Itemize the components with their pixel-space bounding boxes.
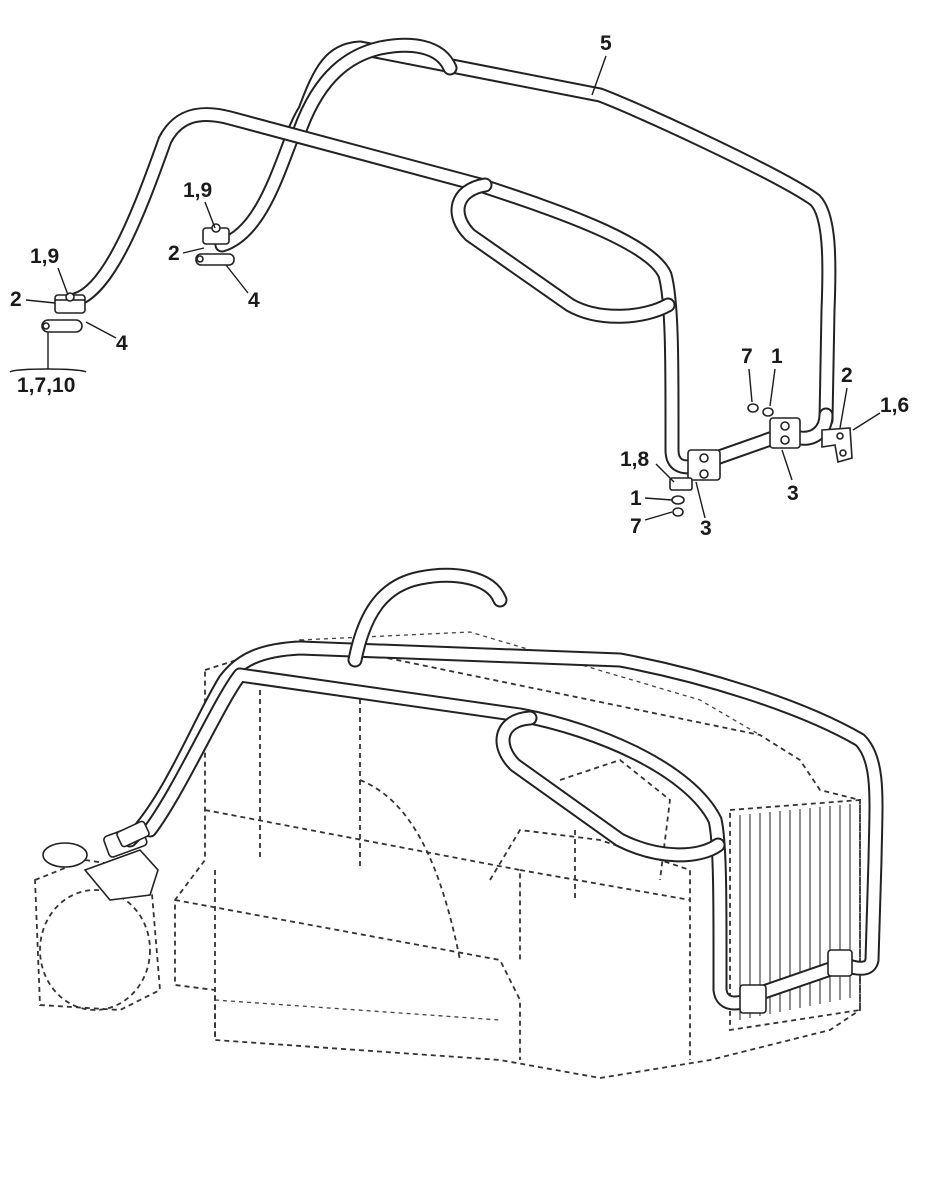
callout-labels: 5 1,9 2 4 1,9 2 4 1,7,10 7 1 2 1,6 1,8 1… — [9, 32, 909, 540]
callout-5: 5 — [600, 32, 612, 55]
bracket-right — [821, 427, 853, 464]
callout-1-6: 1,6 — [880, 394, 909, 417]
installed-view — [34, 567, 884, 1079]
clamp-bracket-middle — [195, 223, 235, 266]
callout-2-middle: 2 — [168, 242, 180, 265]
front-hitch — [34, 824, 161, 1011]
installed-clamp-left — [116, 820, 150, 848]
callout-1-8: 1,8 — [620, 448, 650, 471]
installed-rail-front — [142, 667, 758, 1011]
mount-bracket-rear — [747, 403, 801, 449]
callout-1-9-middle: 1,9 — [183, 179, 212, 202]
callout-7-front: 7 — [630, 515, 642, 538]
clamp-bracket-left — [41, 292, 86, 333]
guard-rail-front — [67, 107, 706, 475]
callout-1-7-10: 1,7,10 — [17, 374, 75, 397]
callout-7-rear: 7 — [741, 345, 753, 368]
callout-3-front: 3 — [700, 517, 712, 540]
installed-bracket-front — [739, 984, 767, 1014]
installed-bracket-rear — [827, 949, 853, 977]
machine-body-outline — [174, 639, 861, 1079]
guard-assembly-exploded — [41, 37, 853, 517]
callout-4-left: 4 — [116, 332, 128, 355]
callout-1-front: 1 — [630, 487, 642, 510]
callout-1-rear: 1 — [771, 345, 783, 368]
callout-1-9-left: 1,9 — [30, 245, 59, 268]
mount-bracket-front — [669, 449, 721, 517]
callout-4-middle: 4 — [248, 289, 260, 312]
callout-2-left: 2 — [10, 288, 22, 311]
callout-2-right: 2 — [841, 364, 853, 387]
callout-3-rear: 3 — [787, 482, 799, 505]
